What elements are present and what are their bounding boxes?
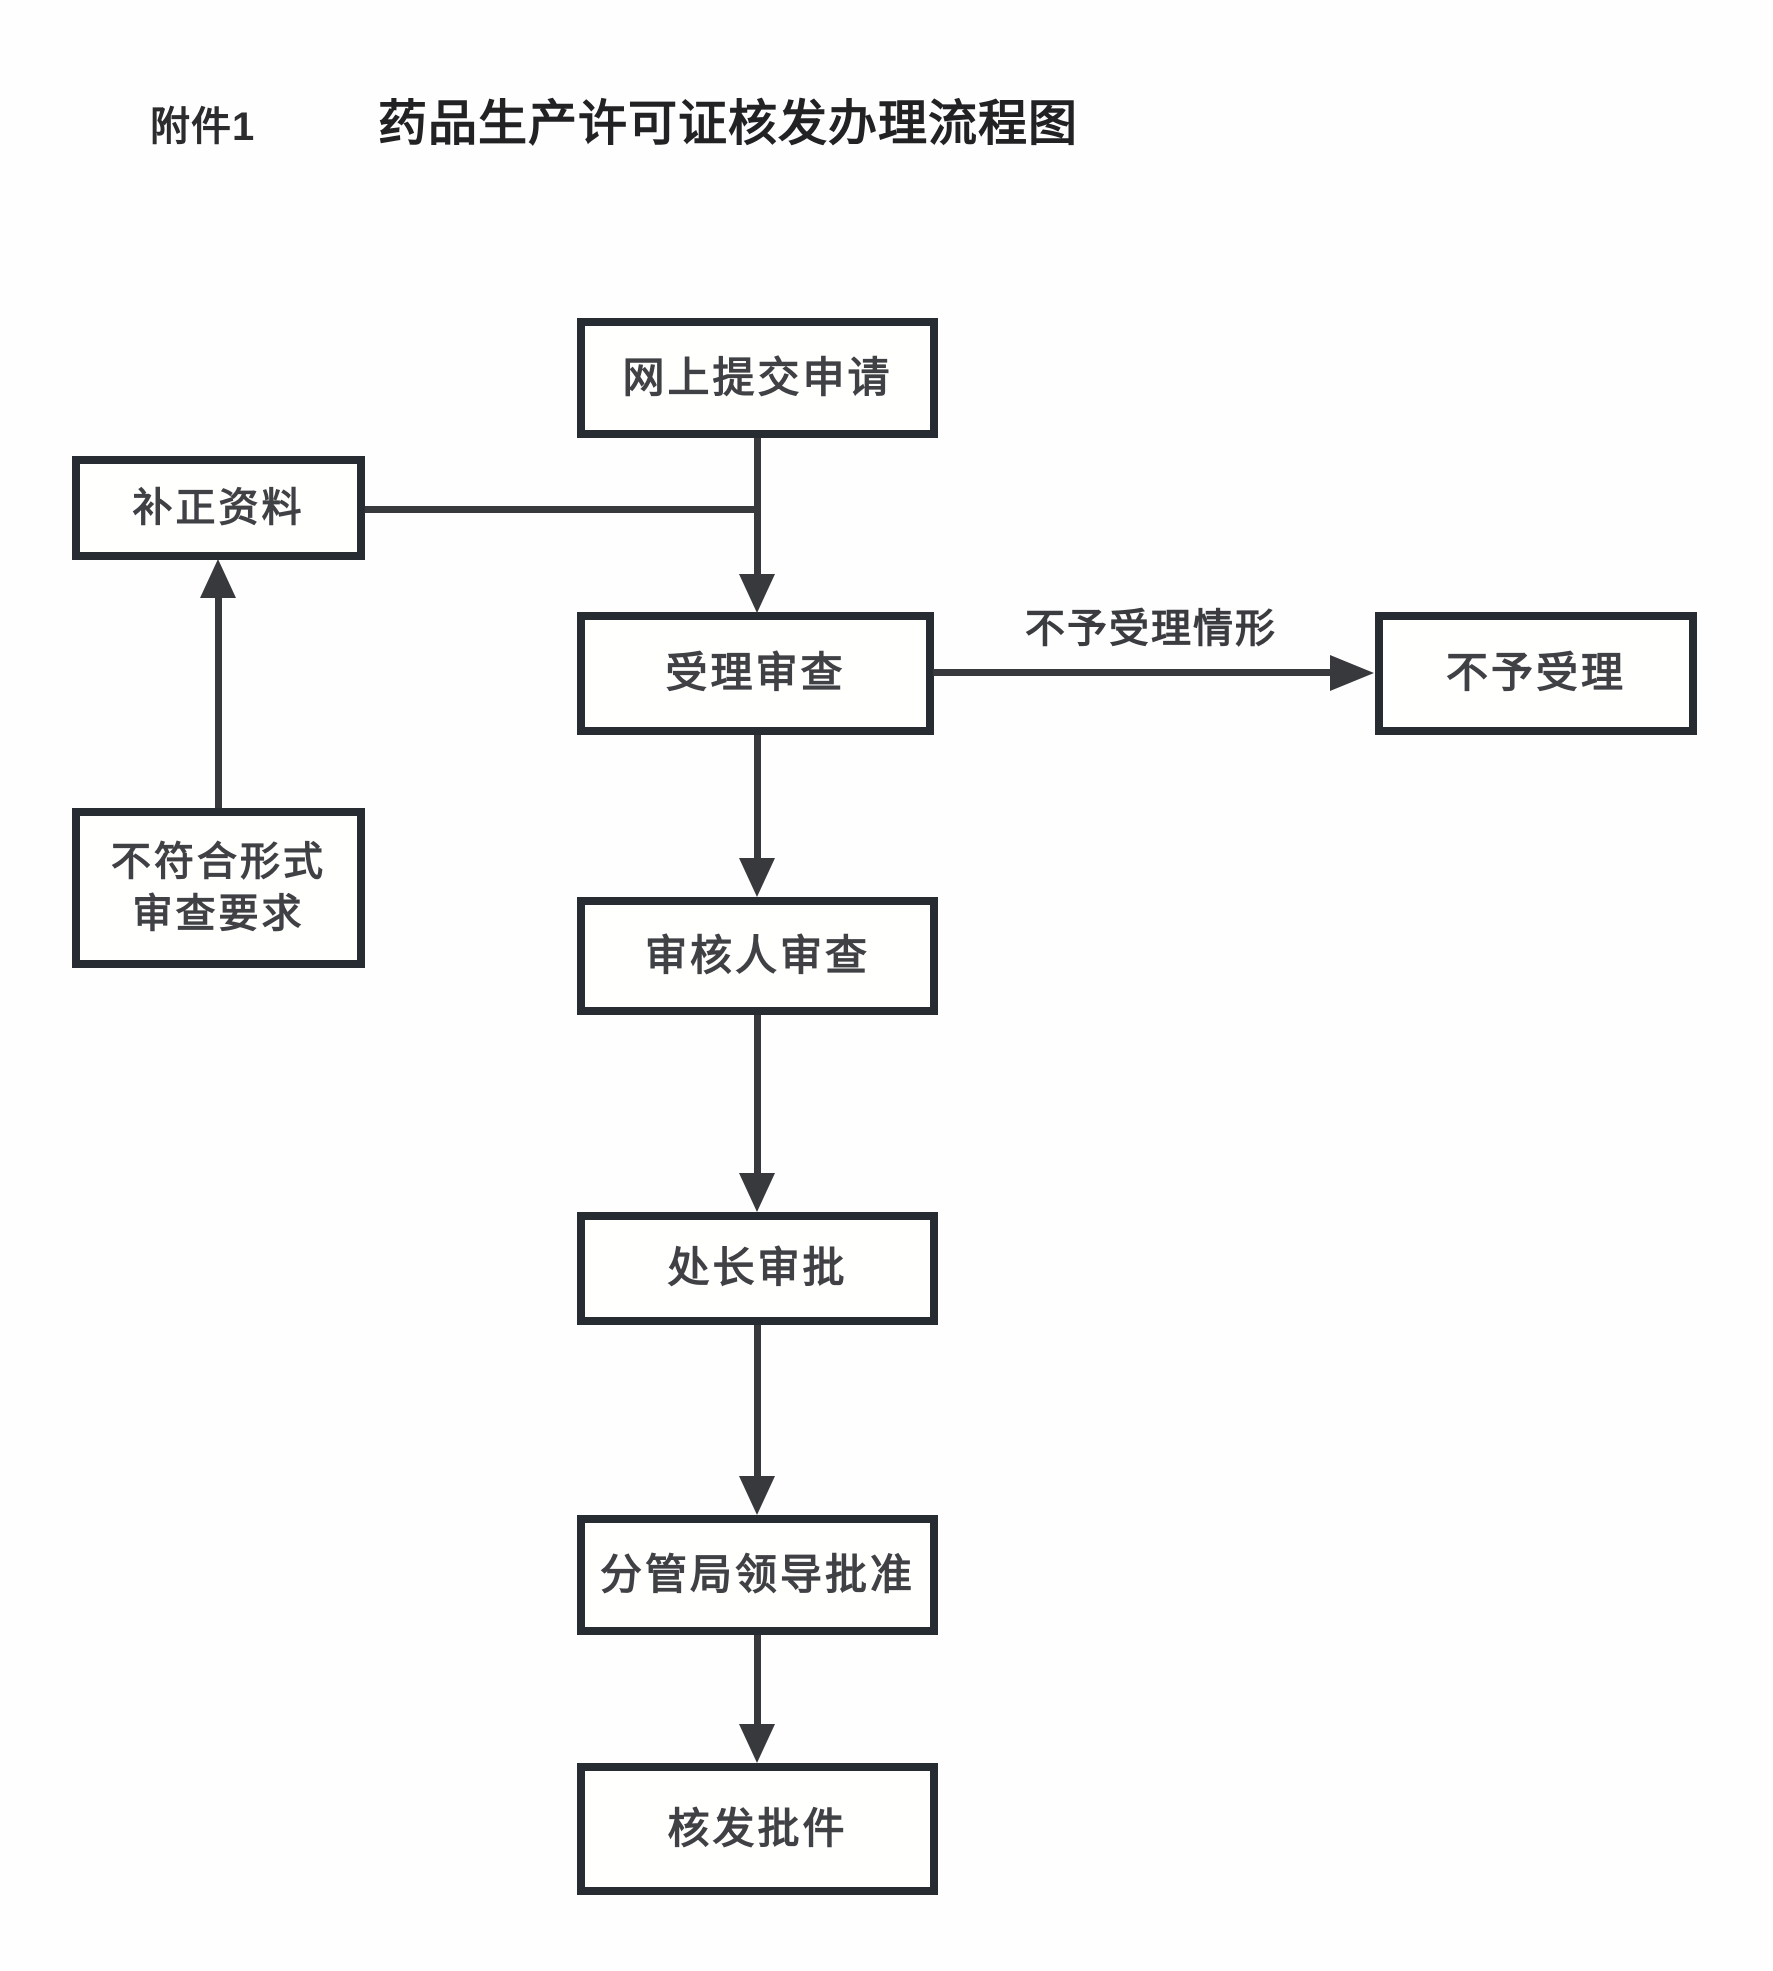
node-acceptance-review-label: 受理审查 — [665, 649, 846, 697]
node-division-chief-approval: 处长审批 — [577, 1212, 938, 1325]
connector-bureau-leader-to-issue — [754, 1635, 761, 1725]
node-supplement-materials-label: 补正资料 — [132, 486, 305, 530]
node-online-submit: 网上提交申请 — [577, 318, 938, 438]
connector-division-chief-to-bureau-leader — [754, 1325, 761, 1477]
node-not-accepted-label: 不予受理 — [1445, 649, 1626, 697]
connector-acceptance-to-reviewer — [754, 735, 761, 859]
arrowhead-down-icon — [739, 858, 775, 897]
connector-acceptance-to-not-accepted — [933, 669, 1331, 676]
node-not-accepted: 不予受理 — [1375, 612, 1697, 735]
node-division-chief-approval-label: 处长审批 — [667, 1244, 848, 1292]
attachment-label: 附件1 — [150, 105, 256, 149]
node-online-submit-label: 网上提交申请 — [622, 353, 893, 401]
node-bureau-leader-approval-label: 分管局领导批准 — [599, 1550, 915, 1598]
node-nonconforming-label-line2: 审查要求 — [132, 892, 305, 936]
connector-submit-to-acceptance — [754, 438, 761, 575]
node-nonconforming-label-line1: 不符合形式 — [111, 840, 326, 884]
node-issue-approval-document: 核发批件 — [577, 1763, 938, 1895]
node-reviewer-review-label: 审核人审查 — [644, 931, 870, 979]
connector-reviewer-to-division-chief — [754, 1015, 761, 1174]
arrowhead-up-icon — [200, 559, 236, 598]
node-bureau-leader-approval: 分管局领导批准 — [577, 1515, 938, 1635]
edge-label-not-accepted-condition: 不予受理情形 — [1025, 607, 1277, 651]
node-acceptance-review: 受理审查 — [577, 612, 934, 735]
page-title: 药品生产许可证核发办理流程图 — [378, 97, 1079, 151]
arrowhead-down-icon — [739, 574, 775, 613]
arrowhead-down-icon — [739, 1724, 775, 1763]
connector-supplement-to-trunk — [365, 506, 754, 513]
arrowhead-right-icon — [1330, 655, 1374, 691]
arrowhead-down-icon — [739, 1173, 775, 1212]
node-nonconforming-formal-review: 不符合形式 审查要求 — [72, 808, 365, 968]
node-issue-approval-document-label: 核发批件 — [667, 1804, 848, 1852]
connector-nonconforming-to-supplement — [215, 597, 222, 808]
node-reviewer-review: 审核人审查 — [577, 897, 938, 1015]
arrowhead-down-icon — [739, 1476, 775, 1515]
node-supplement-materials: 补正资料 — [72, 456, 365, 560]
